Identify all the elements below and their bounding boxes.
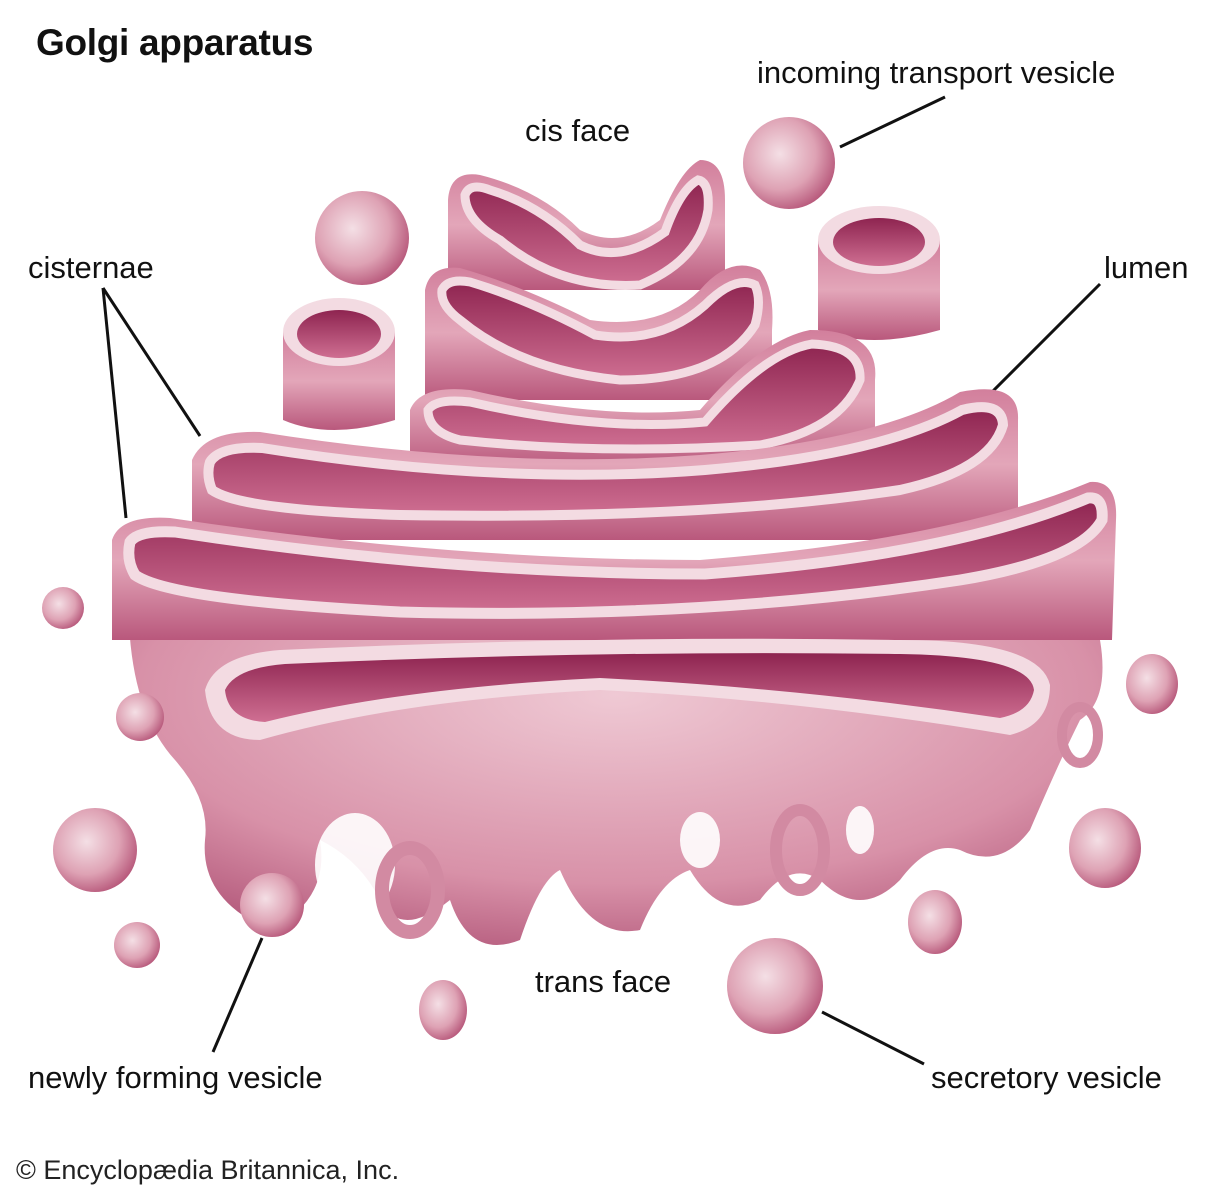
free-vesicles (42, 117, 1178, 1040)
vesicle-incoming (743, 117, 835, 209)
leader-newly-forming (211, 937, 264, 1053)
copyright-credit: © Encyclopædia Britannica, Inc. (16, 1155, 400, 1185)
leader-cisternae-2 (101, 287, 128, 519)
vesicle-bottom (419, 980, 467, 1040)
vesicle-right-bottom (908, 890, 962, 954)
vesicle-top-left (315, 191, 409, 285)
vesicle-left-tiny (114, 922, 160, 968)
label-lumen: lumen (1104, 250, 1189, 285)
leader-secretory (821, 1010, 925, 1066)
label-trans-face: trans face (535, 964, 672, 999)
label-secretory-vesicle: secretory vesicle (931, 1060, 1162, 1095)
vesicle-right-top (1126, 654, 1178, 714)
cisternae-stack (112, 160, 1117, 740)
leader-incoming (839, 95, 946, 149)
vesicle-secretory (727, 938, 823, 1034)
leader-cisternae-1 (101, 287, 202, 437)
vesicle-left-large (53, 808, 137, 892)
label-cis-face: cis face (525, 113, 631, 148)
label-incoming-transport-vesicle: incoming transport vesicle (757, 55, 1116, 90)
page-title: Golgi apparatus (36, 22, 314, 63)
label-cisternae: cisternae (28, 250, 154, 285)
label-newly-forming-vesicle: newly forming vesicle (28, 1060, 323, 1095)
vesicle-right-mid (1069, 808, 1141, 888)
vesicle-left-small (42, 587, 84, 629)
